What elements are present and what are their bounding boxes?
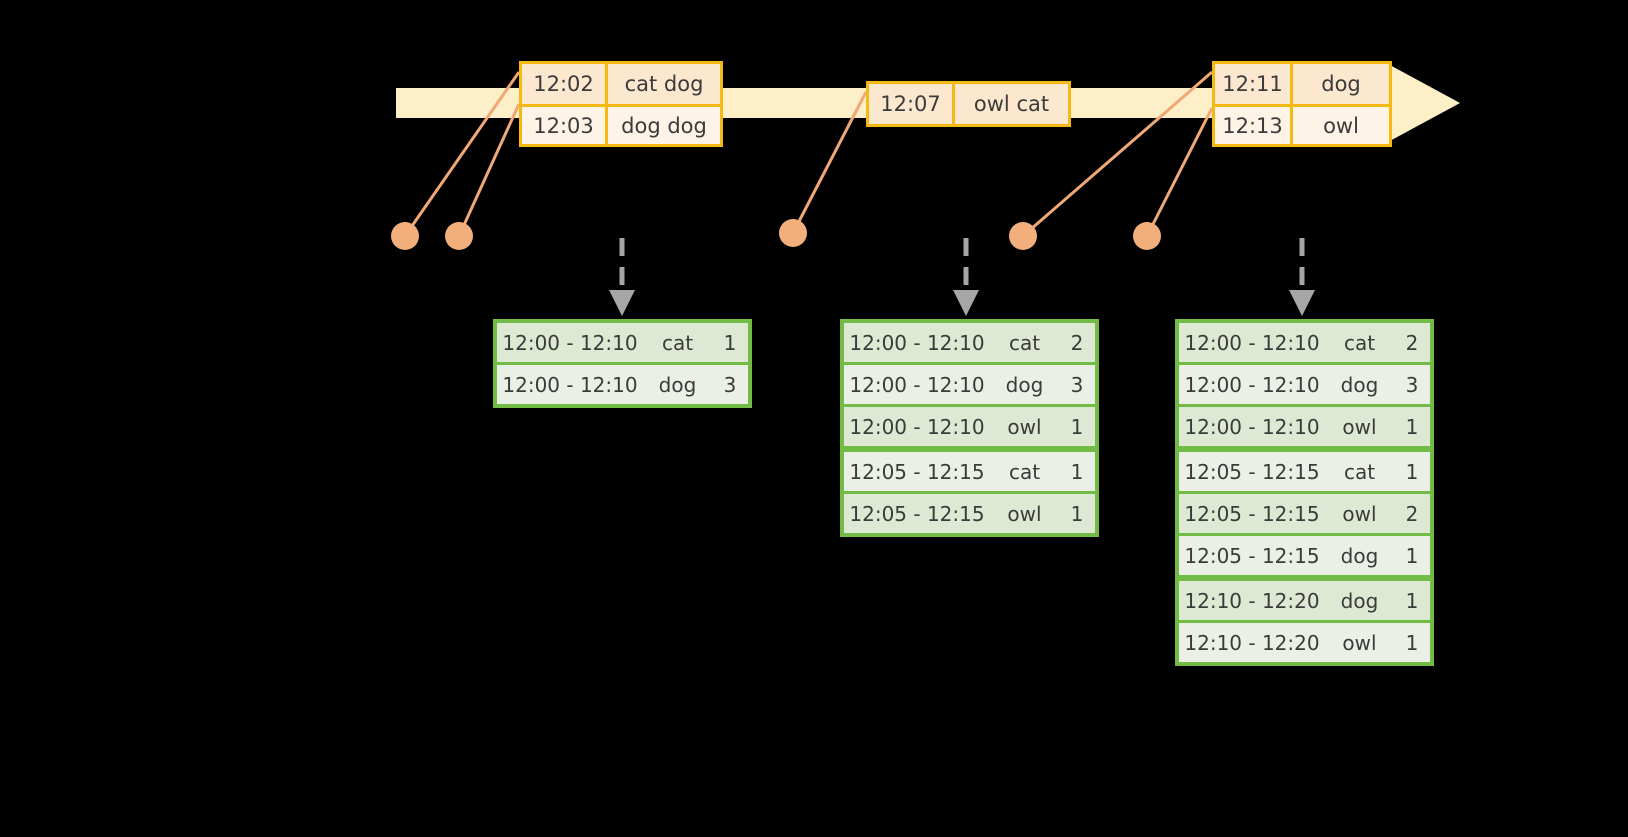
- count-cell: 1: [1405, 414, 1419, 439]
- word-cell: owl: [1342, 501, 1377, 526]
- count-cell: 1: [723, 330, 737, 355]
- event-row: 12:03 dog dog: [522, 104, 720, 144]
- event-time: 12:07: [869, 84, 955, 124]
- count-cell: 1: [1070, 414, 1084, 439]
- table-row: 12:00 - 12:10 owl 1: [844, 407, 1095, 446]
- word-cell: dog: [1340, 588, 1379, 613]
- dashed-arrow-agg-table-2: [953, 238, 979, 316]
- count-cell: 1: [1405, 459, 1419, 484]
- event-group-3: 12:11 dog 12:13 owl: [1212, 61, 1392, 147]
- event-words: dog dog: [621, 113, 707, 138]
- table-row: 12:05 - 12:15 cat 1: [844, 452, 1095, 491]
- dot-12-02: [391, 222, 419, 250]
- word-cell: dog: [1340, 372, 1379, 397]
- window-cell: 12:05 - 12:15: [1184, 459, 1320, 484]
- word-cell: cat: [661, 330, 694, 355]
- event-row: 12:07 owl cat: [869, 84, 1068, 124]
- count-cell: 1: [1070, 501, 1084, 526]
- window-cell: 12:00 - 12:10: [849, 330, 985, 355]
- count-cell: 1: [1405, 630, 1419, 655]
- table-row: 12:00 - 12:10 dog 3: [1179, 365, 1430, 404]
- table-row: 12:00 - 12:10 cat 2: [1179, 323, 1430, 362]
- connector-12-13: [1145, 107, 1214, 237]
- event-words: dog: [1321, 72, 1361, 96]
- count-cell: 3: [1070, 372, 1084, 397]
- word-cell: cat: [1343, 330, 1376, 355]
- word-cell: owl: [1007, 414, 1042, 439]
- word-cell: dog: [658, 372, 697, 397]
- window-cell: 12:10 - 12:20: [1184, 588, 1320, 613]
- window-cell: 12:00 - 12:10: [1184, 414, 1320, 439]
- dashed-arrow-agg-table-1: [609, 238, 635, 316]
- word-cell: cat: [1343, 459, 1376, 484]
- dot-12-07: [779, 219, 807, 247]
- word-cell: owl: [1342, 414, 1377, 439]
- window-cell: 12:00 - 12:10: [849, 372, 985, 397]
- word-cell: owl: [1342, 630, 1377, 655]
- table-row: 12:05 - 12:15 owl 1: [844, 494, 1095, 533]
- event-words: owl: [1323, 113, 1359, 138]
- window-cell: 12:00 - 12:10: [502, 372, 638, 397]
- event-words: owl cat: [973, 92, 1050, 116]
- table-row: 12:00 - 12:10 dog 3: [844, 365, 1095, 404]
- table-row: 12:00 - 12:10 cat 1: [497, 323, 748, 362]
- table-row: 12:00 - 12:10 owl 1: [1179, 407, 1430, 446]
- dot-12-11: [1009, 222, 1037, 250]
- word-cell: owl: [1007, 501, 1042, 526]
- event-words: cat dog: [624, 72, 704, 96]
- dashed-arrow-agg-table-3: [1289, 238, 1315, 316]
- word-cell: cat: [1008, 330, 1041, 355]
- word-cell: dog: [1340, 543, 1379, 568]
- aggregate-table-1: 12:00 - 12:10 cat 1 12:00 - 12:10 dog 3: [493, 319, 752, 408]
- dot-12-03: [445, 222, 473, 250]
- event-row: 12:02 cat dog: [522, 64, 720, 104]
- window-cell: 12:00 - 12:10: [1184, 330, 1320, 355]
- event-row: 12:13 owl: [1215, 104, 1389, 144]
- window-cell: 12:10 - 12:20: [1184, 630, 1320, 655]
- count-cell: 1: [1405, 543, 1419, 568]
- connector-12-03: [457, 103, 521, 237]
- event-group-1: 12:02 cat dog 12:03 dog dog: [519, 61, 723, 147]
- right-arrow-icon: [1388, 64, 1460, 142]
- table-row: 12:05 - 12:15 dog 1: [1179, 536, 1430, 575]
- table-row: 12:10 - 12:20 owl 1: [1179, 623, 1430, 662]
- window-cell: 12:00 - 12:10: [849, 414, 985, 439]
- count-cell: 2: [1405, 330, 1419, 355]
- table-row: 12:05 - 12:15 cat 1: [1179, 452, 1430, 491]
- count-cell: 3: [1405, 372, 1419, 397]
- window-cell: 12:00 - 12:10: [1184, 372, 1320, 397]
- word-cell: cat: [1008, 459, 1041, 484]
- count-cell: 1: [1070, 459, 1084, 484]
- window-cell: 12:05 - 12:15: [849, 459, 985, 484]
- word-cell: dog: [1005, 372, 1044, 397]
- table-row: 12:00 - 12:10 dog 3: [497, 365, 748, 404]
- table-row: 12:10 - 12:20 dog 1: [1179, 581, 1430, 620]
- table-row: 12:00 - 12:10 cat 2: [844, 323, 1095, 362]
- count-cell: 1: [1405, 588, 1419, 613]
- table-row: 12:05 - 12:15 owl 2: [1179, 494, 1430, 533]
- dot-12-13: [1133, 222, 1161, 250]
- window-cell: 12:05 - 12:15: [1184, 543, 1320, 568]
- event-time: 12:11: [1215, 64, 1293, 104]
- event-row: 12:11 dog: [1215, 64, 1389, 104]
- count-cell: 3: [723, 372, 737, 397]
- event-time: 12:03: [522, 107, 608, 144]
- window-cell: 12:05 - 12:15: [1184, 501, 1320, 526]
- count-cell: 2: [1070, 330, 1084, 355]
- event-time: 12:02: [522, 64, 608, 104]
- window-cell: 12:00 - 12:10: [502, 330, 638, 355]
- window-cell: 12:05 - 12:15: [849, 501, 985, 526]
- count-cell: 2: [1405, 501, 1419, 526]
- event-time: 12:13: [1215, 107, 1293, 144]
- event-group-2: 12:07 owl cat: [866, 81, 1071, 127]
